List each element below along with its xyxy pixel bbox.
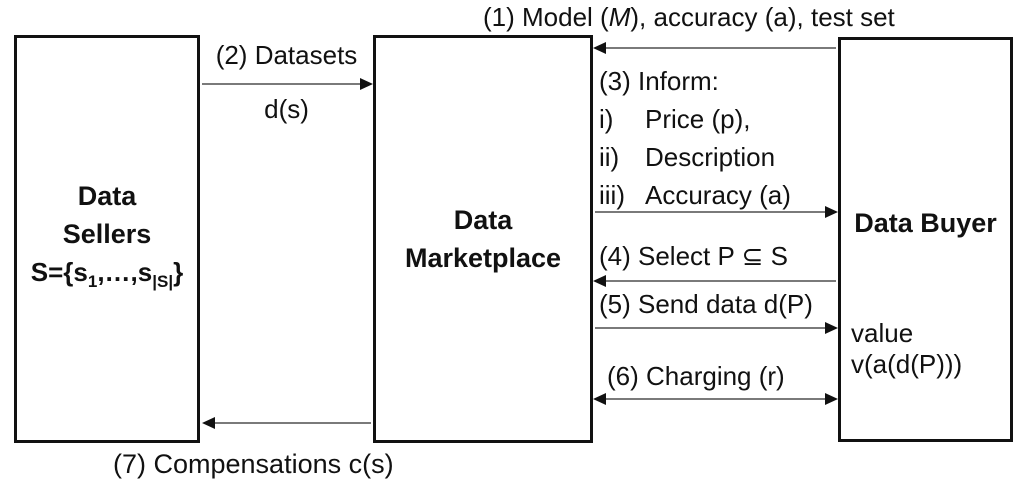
label-step1-prefix: (1) Model ( xyxy=(483,2,609,32)
arrow-step7-marketplace-to-sellers xyxy=(202,416,373,430)
step3-item-price: i) Price (p), xyxy=(599,100,791,138)
label-step2-datasets: (2) Datasets xyxy=(215,40,358,70)
sellers-set-sub2: |S| xyxy=(152,272,174,291)
buyer-value-line1: value xyxy=(851,318,914,348)
buyer-value-text: value v(a(d(P))) xyxy=(851,318,962,380)
step3-item-marker: iii) xyxy=(599,180,625,210)
buyer-title: Data Buyer xyxy=(854,208,997,238)
step3-item-text: Description xyxy=(645,142,776,172)
data-marketplace-box: Data Marketplace xyxy=(373,35,593,443)
label-step7-compensations: (7) Compensations c(s) xyxy=(113,449,394,479)
sellers-set-notation: S={s1,…,s|S|} xyxy=(31,253,183,301)
arrow-shaft xyxy=(202,83,371,85)
arrowhead-right-icon xyxy=(825,206,838,218)
arrowhead-right-icon xyxy=(825,322,838,334)
sellers-title-line2: Sellers xyxy=(62,219,152,249)
label-step4-select: (4) Select P ⊆ S xyxy=(599,241,788,271)
arrow-shaft xyxy=(595,280,836,282)
arrow-shaft xyxy=(595,47,836,49)
buyer-value-line2: v(a(d(P))) xyxy=(851,349,963,379)
data-sellers-box: Data Sellers S={s1,…,s|S|} xyxy=(14,35,200,443)
step3-item-description: ii) Description xyxy=(599,138,791,176)
arrow-step1-buyer-to-marketplace xyxy=(593,41,838,55)
arrow-step5-marketplace-to-buyer xyxy=(593,321,838,335)
step3-header: (3) Inform: xyxy=(599,66,719,96)
label-step1-model-symbol: M xyxy=(608,2,631,32)
sellers-set-p3: } xyxy=(173,257,184,287)
marketplace-title-line1: Data xyxy=(453,205,513,235)
label-step2-ds: d(s) xyxy=(264,94,309,124)
label-step3-inform-list: (3) Inform: i)Price (p), ii)Description … xyxy=(599,62,791,214)
arrow-step3-marketplace-to-buyer xyxy=(593,205,838,219)
label-step6-charging: (6) Charging (r) xyxy=(607,361,785,391)
sellers-set-sub1: 1 xyxy=(87,272,98,291)
step3-item-marker: i) xyxy=(599,104,614,134)
arrow-shaft xyxy=(595,398,836,400)
arrow-shaft xyxy=(595,211,836,213)
arrowhead-right-icon xyxy=(825,393,838,405)
step3-item-text: Price (p), xyxy=(645,104,751,134)
step3-item-text: Accuracy (a) xyxy=(645,180,791,210)
arrow-step4-buyer-to-marketplace xyxy=(593,274,838,288)
sellers-set-p1: S={s xyxy=(30,257,88,287)
label-step1: (1) Model (M), accuracy (a), test set xyxy=(483,3,895,31)
arrowhead-left-icon xyxy=(593,42,606,54)
arrowhead-left-icon xyxy=(202,417,215,429)
label-step1-suffix: ), accuracy (a), test set xyxy=(630,2,895,32)
arrow-shaft xyxy=(204,422,371,424)
step3-item-marker: ii) xyxy=(599,142,620,172)
arrow-step2-sellers-to-marketplace xyxy=(200,77,373,91)
label-step5-send-data: (5) Send data d(P) xyxy=(599,289,813,319)
sellers-set-p2: ,…,s xyxy=(97,257,153,287)
data-buyer-box: Data Buyer value v(a(d(P))) xyxy=(838,37,1013,442)
marketplace-title-line2: Marketplace xyxy=(404,243,562,273)
step3-item-accuracy: iii) Accuracy (a) xyxy=(599,176,791,214)
arrowhead-left-icon xyxy=(593,393,606,405)
arrowhead-left-icon xyxy=(593,275,606,287)
arrow-step6-charging-bidirectional xyxy=(593,392,838,406)
arrow-shaft xyxy=(595,327,836,329)
arrowhead-right-icon xyxy=(360,78,373,90)
sellers-title-line1: Data xyxy=(77,181,137,211)
